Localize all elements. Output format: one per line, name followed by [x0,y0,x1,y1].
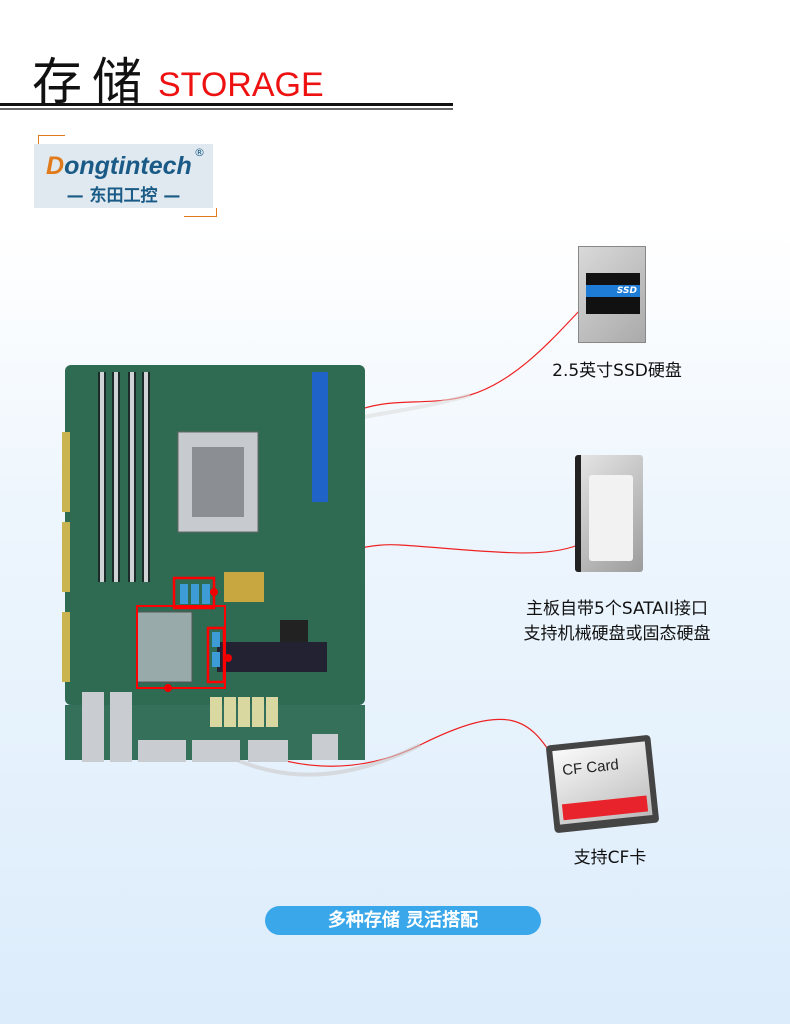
ssd-label: 2.5英寸SSD硬盘 [552,361,682,381]
cf-label: 支持CF卡 [573,848,647,868]
title-divider [0,103,453,106]
ssd-badge: SSD [586,285,640,297]
cf-card-text: CF Card [561,756,620,780]
title-divider-secondary [0,108,453,110]
logo-brand-text: Dongtintech [46,152,192,180]
registered-mark: ® [194,146,205,159]
motherboard-image [62,365,365,762]
tagline-pill: 多种存储 灵活搭配 [265,906,541,935]
brand-logo: Dongtintech ® — 东田工控 — [34,144,213,208]
logo-subtitle: — 东田工控 — [66,186,181,206]
logo-corner-decoration [184,208,217,217]
sata-label-line1: 主板自带5个SATAII接口 [526,599,708,619]
ssd-drive-image: SSD [578,246,646,343]
logo-corner-decoration [38,135,65,144]
page-title-english: STORAGE [158,66,324,104]
page-title: 存储 [32,53,152,111]
sata-label-line2: 支持机械硬盘或固态硬盘 [523,624,711,644]
hdd-drive-image [575,455,643,572]
cf-card-image: CF Card [545,734,660,834]
